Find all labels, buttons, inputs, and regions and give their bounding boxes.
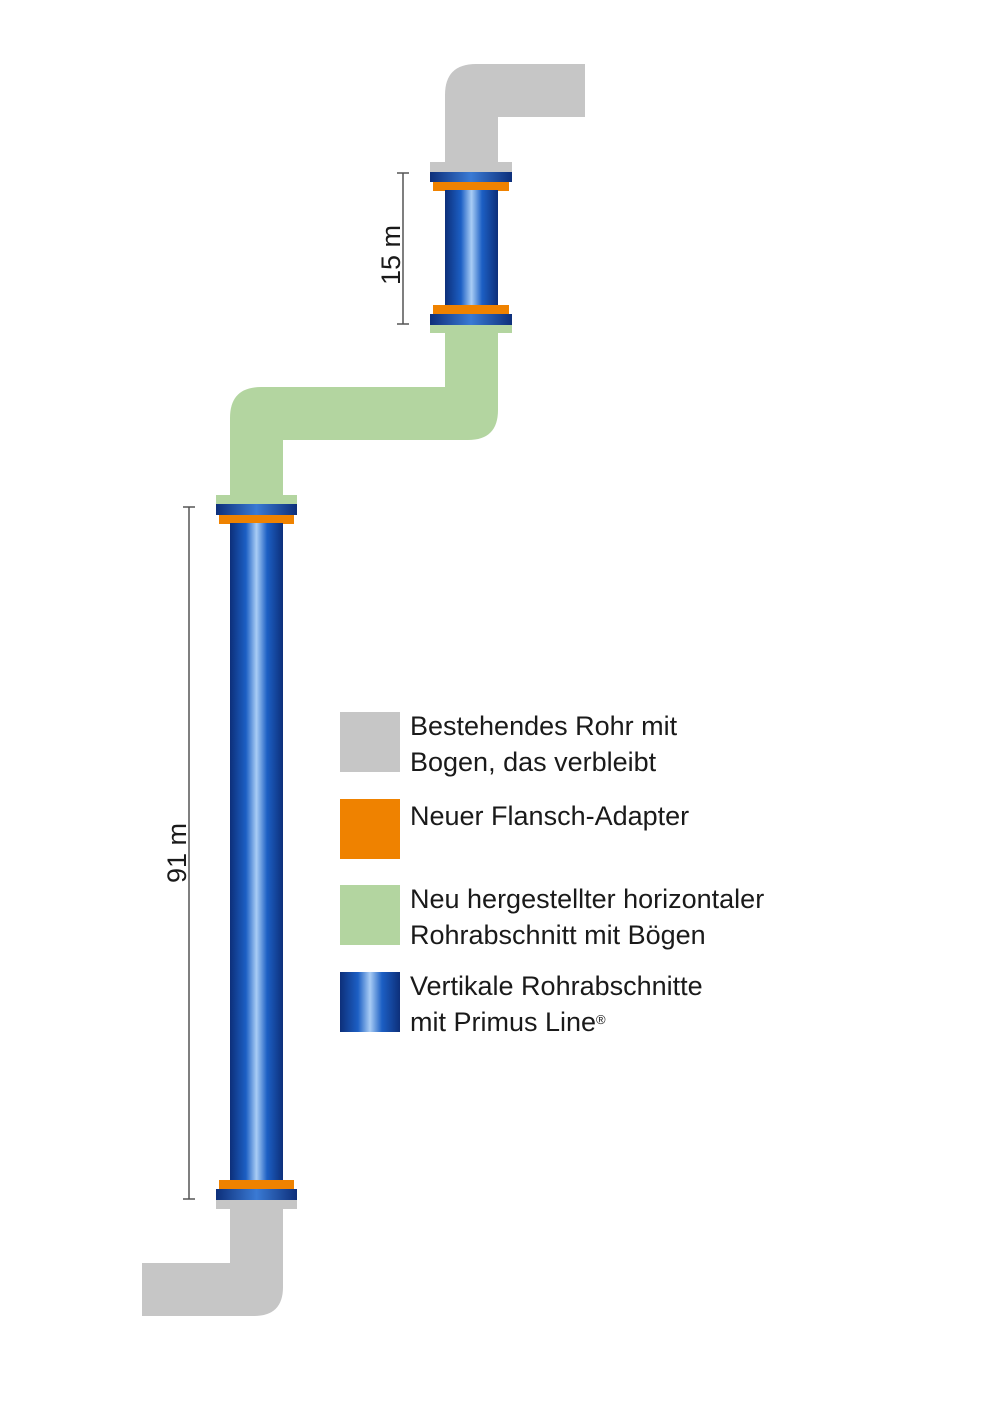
flange-adapter-swatch	[340, 799, 400, 859]
upper-top-flange-adapter	[433, 182, 509, 191]
existing-pipe-swatch	[340, 712, 400, 772]
vertical-swatch	[340, 972, 400, 1032]
legend-existing-pipe-line2: Bogen, das verbleibt	[410, 747, 657, 777]
legend-label-new-horizontal: Neu hergestellter horizontaler Rohrabsch…	[410, 881, 810, 953]
lower-vertical-pipe	[230, 523, 283, 1181]
lower-top-flange-blue	[216, 504, 297, 515]
legend-vertical-line1: Vertikale Rohrabschnitte	[410, 971, 703, 1001]
legend-new-horizontal-line1: Neu hergestellter horizontaler	[410, 884, 765, 914]
upper-vertical-pipe	[445, 190, 498, 306]
dimension-lower	[183, 506, 195, 1200]
lower-bottom-collar	[216, 1200, 297, 1209]
legend-label-vertical: Vertikale Rohrabschnitte mit Primus Line…	[410, 968, 810, 1040]
dimension-upper	[397, 172, 409, 325]
new-horizontal-swatch	[340, 885, 400, 945]
legend-label-flange-adapter: Neuer Flansch-Adapter	[410, 798, 810, 834]
upper-top-flange-blue	[430, 172, 512, 182]
upper-bottom-flange-blue	[430, 314, 512, 325]
lower-top-flange-adapter	[219, 515, 294, 524]
dimension-label-lower: 91 m	[162, 823, 192, 883]
legend-new-horizontal-line2: Rohrabschnitt mit Bögen	[410, 920, 706, 950]
legend-flange-adapter-line1: Neuer Flansch-Adapter	[410, 801, 690, 831]
legend-existing-pipe-line1: Bestehendes Rohr mit	[410, 711, 678, 741]
existing-pipe-top	[445, 64, 585, 164]
upper-bottom-flange-adapter	[433, 305, 509, 314]
upper-bottom-collar	[430, 325, 512, 333]
new-horizontal-section	[230, 333, 498, 497]
lower-bottom-flange-adapter	[219, 1180, 294, 1189]
lower-top-collar	[216, 495, 297, 504]
legend-vertical-line2: mit Primus Line	[410, 1007, 597, 1037]
dimension-label-upper: 15 m	[376, 225, 406, 285]
lower-bottom-flange-blue	[216, 1189, 297, 1200]
legend-vertical-line2-wrap: mit Primus Line®	[410, 1004, 810, 1040]
legend-label-existing-pipe: Bestehendes Rohr mit Bogen, das verbleib…	[410, 708, 810, 780]
upper-top-collar	[430, 162, 512, 172]
registered-trademark: ®	[596, 1012, 606, 1027]
existing-pipe-bottom	[142, 1209, 283, 1316]
